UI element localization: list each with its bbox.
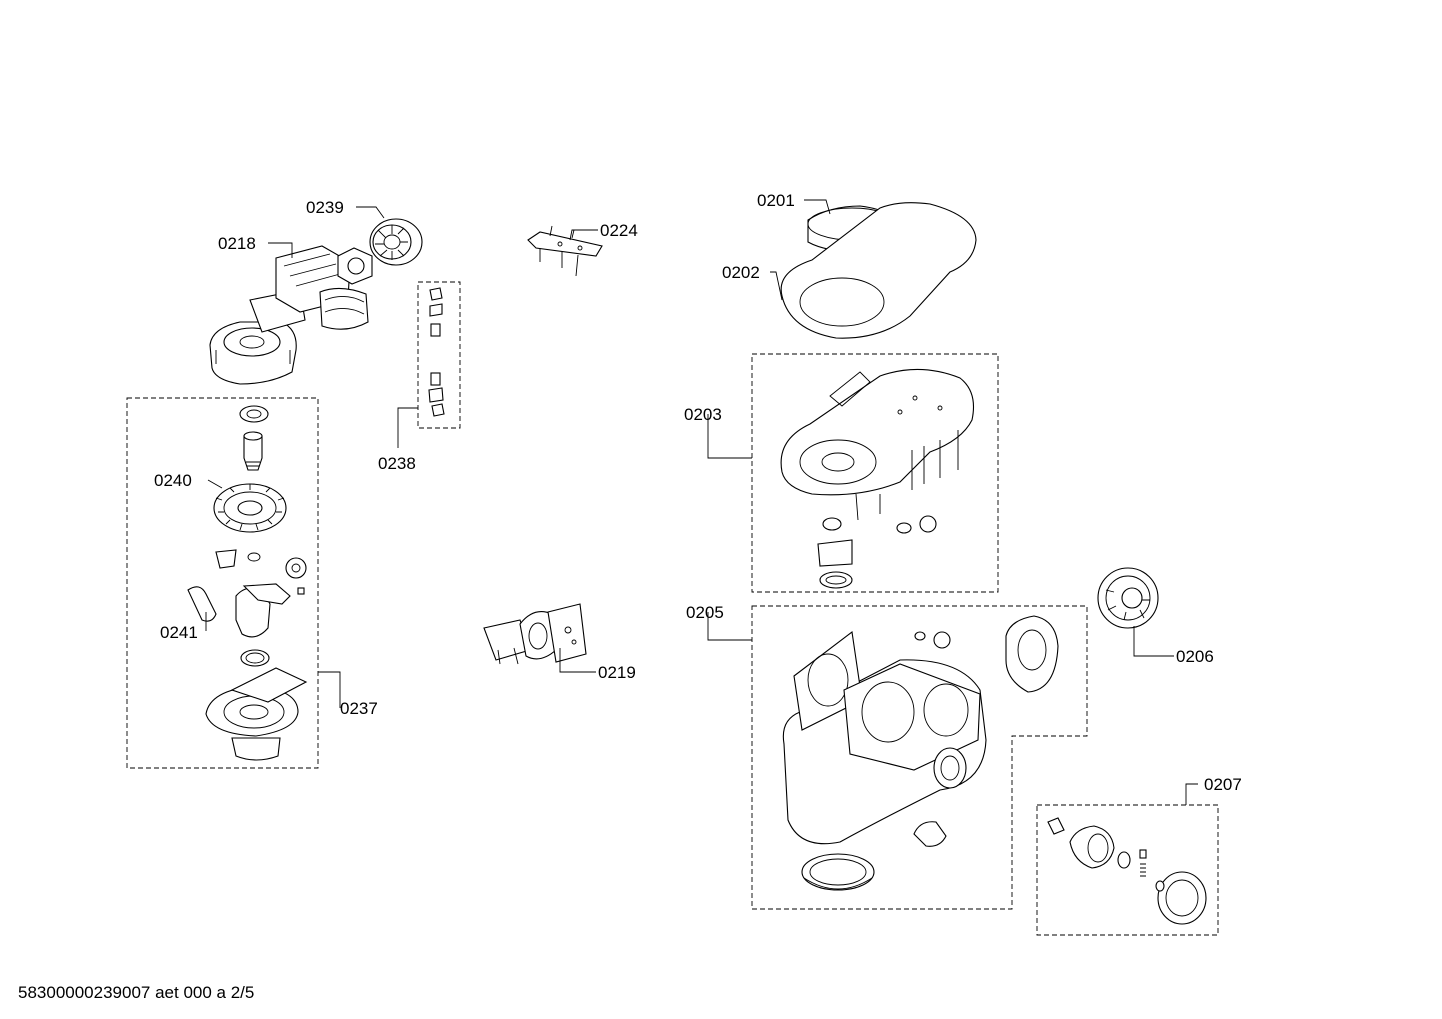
part-0224-bracket <box>527 225 603 277</box>
callout-0207: 0207 <box>1204 775 1242 794</box>
callout-0206: 0206 <box>1176 647 1214 666</box>
part-seal-ring <box>240 649 270 667</box>
callout-0202: 0202 <box>722 263 760 282</box>
callout-0218: 0218 <box>218 234 256 253</box>
leader-lines <box>205 199 1198 805</box>
callout-0205: 0205 <box>686 603 724 622</box>
callout-0239: 0239 <box>306 198 344 217</box>
part-0205-fittings <box>801 615 1059 891</box>
part-bearing-ring <box>239 405 269 423</box>
callout-0237: 0237 <box>340 699 378 718</box>
group-box-0205 <box>751 605 1088 910</box>
part-0240-gear <box>213 483 287 533</box>
callout-0224: 0224 <box>600 221 638 240</box>
part-0203-small-fittings <box>817 515 937 589</box>
part-0238-small-parts <box>428 287 445 417</box>
part-0218-motor <box>209 245 373 385</box>
group-box-0238 <box>417 281 461 429</box>
part-0202-top-shell <box>780 202 977 339</box>
group-box-0237 <box>126 397 319 769</box>
callout-0219: 0219 <box>598 663 636 682</box>
callout-0238: 0238 <box>378 454 416 473</box>
part-small-gears <box>187 549 307 638</box>
part-0206-knob-ring <box>1097 567 1159 629</box>
callout-0203: 0203 <box>684 405 722 424</box>
part-gear-housing <box>205 667 308 761</box>
group-box-0207 <box>1036 804 1219 936</box>
callout-0241: 0241 <box>160 623 198 642</box>
part-0207-switch <box>1047 817 1207 925</box>
part-shaft <box>243 431 263 471</box>
callout-0240: 0240 <box>154 471 192 490</box>
document-footer: 58300000239007 aet 000 a 2/5 <box>18 983 254 1002</box>
part-0219-module <box>483 603 587 665</box>
group-box-0203 <box>751 353 999 593</box>
part-0205-base-housing <box>782 630 987 845</box>
part-0239-coupling <box>369 218 423 266</box>
part-0203-chassis <box>780 368 975 521</box>
callout-0201: 0201 <box>757 191 795 210</box>
